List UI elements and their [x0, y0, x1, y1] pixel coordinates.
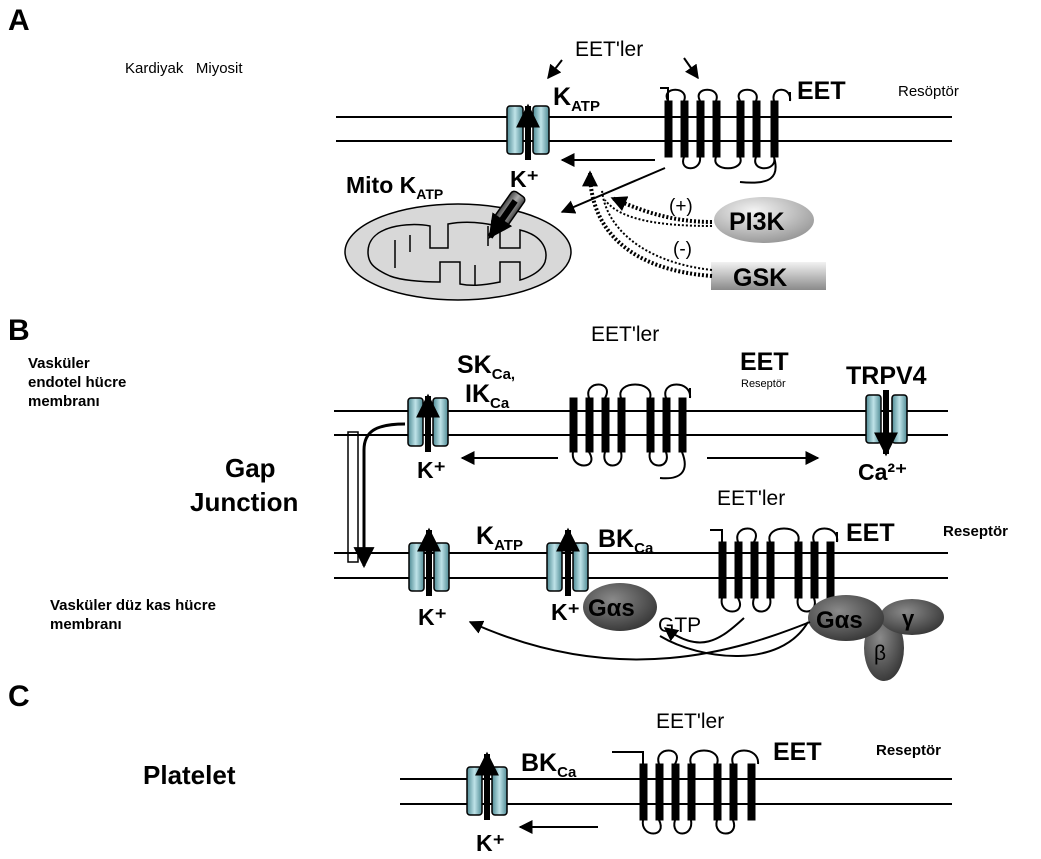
- katp-label-b: KATP: [476, 522, 523, 554]
- g-beta-label: β: [874, 642, 886, 665]
- eet-label-c: EET: [773, 738, 822, 766]
- gsk-label: GSK: [733, 264, 787, 292]
- panel-b-letter: B: [8, 314, 30, 347]
- trpv4-label: TRPV4: [846, 362, 927, 390]
- ligand-label-b-bottom: EET'ler: [717, 487, 785, 510]
- skca-label: SKCa,: [457, 351, 515, 383]
- pi3k-dotted-arrow: [612, 198, 712, 222]
- mito-katp-label: Mito KATP: [346, 172, 443, 202]
- bkca-channel-c: [467, 754, 507, 820]
- receptor-label-b-top: Reseptör: [741, 378, 786, 390]
- katp-label-a: KATP: [553, 83, 600, 115]
- receptor-label-c: Reseptör: [876, 742, 941, 759]
- ligand-label-a: EET'ler: [575, 38, 643, 61]
- gsk-negative-label: (-): [673, 239, 692, 260]
- bkca-label-c: BKCa: [521, 749, 577, 781]
- endothelial-label-2: endotel hücre: [28, 374, 126, 391]
- panel-c-letter: C: [8, 680, 30, 713]
- trpv4-channel: [866, 390, 907, 454]
- endothelial-label-3: membranı: [28, 393, 100, 410]
- k-ion-label-b-1: K⁺: [418, 604, 447, 630]
- eet-label-a: EET: [797, 77, 846, 105]
- smooth-muscle-label-1: Vasküler düz kas hücre: [50, 597, 216, 614]
- k-ion-label-a: K⁺: [510, 166, 539, 192]
- signal-arrow-a-to-mito: [562, 168, 665, 212]
- panel-a-letter: A: [8, 4, 30, 37]
- panel-c: C Platelet EET'ler BKCa EET Reseptör K⁺: [8, 680, 952, 856]
- ligand-label-b-top: EET'ler: [591, 323, 659, 346]
- g-alpha-s-label-1: Gαs: [588, 595, 635, 622]
- gap-junction-bracket: [348, 432, 358, 562]
- eet-receptor-b-top: [570, 385, 690, 479]
- panel-a: A Kardiyak Miyosit EET'ler KATP: [8, 4, 959, 300]
- panel-b: B Vasküler endotel hücre membranı EET'le…: [8, 314, 1008, 681]
- pi3k-positive-label: (+): [669, 196, 693, 217]
- ikca-label: IKCa: [465, 380, 510, 412]
- gap-junction-arrow: [364, 424, 405, 566]
- katp-channel-b: [409, 530, 449, 596]
- mitochondrion: [345, 204, 571, 300]
- calcium-label: Ca²⁺: [858, 459, 907, 485]
- cell-label-platelet: Platelet: [143, 760, 236, 790]
- k-ion-label-b-top: K⁺: [417, 457, 446, 483]
- gtp-label: GTP: [658, 614, 701, 637]
- eet-label-b-bottom: EET: [846, 519, 895, 547]
- ligand-arrow-a-left: [548, 60, 562, 78]
- gap-junction-label-1: Gap: [225, 453, 276, 483]
- g-alpha-s-label-2: Gαs: [816, 607, 863, 634]
- eet-receptor-c: [612, 751, 758, 834]
- g-gamma-label: γ: [902, 606, 915, 631]
- katp-channel-a: [507, 106, 549, 160]
- k-channel-b-top: [408, 396, 448, 452]
- k-ion-label-c: K⁺: [476, 830, 505, 856]
- k-ion-label-b-2: K⁺: [551, 599, 580, 625]
- smooth-muscle-label-2: membranı: [50, 616, 122, 633]
- ligand-label-c: EET'ler: [656, 710, 724, 733]
- receptor-label-b-bottom: Reseptör: [943, 523, 1008, 540]
- endothelial-label-1: Vasküler: [28, 355, 90, 372]
- gsk-dotted-arrow: [590, 172, 712, 276]
- pi3k-label: PI3K: [729, 208, 785, 236]
- bkca-channel-b: [547, 530, 588, 596]
- ligand-arrow-a-right: [684, 58, 698, 78]
- eet-label-b-top: EET: [740, 348, 789, 376]
- cell-label-cardiomyocyte: Kardiyak Miyosit: [125, 60, 243, 77]
- eet-receptor-b-bottom: [710, 529, 837, 612]
- bkca-label-b: BKCa: [598, 525, 654, 557]
- gap-junction-label-2: Junction: [190, 487, 298, 517]
- eet-receptor-a: [660, 88, 790, 183]
- receptor-label-a: Resöptör: [898, 83, 959, 100]
